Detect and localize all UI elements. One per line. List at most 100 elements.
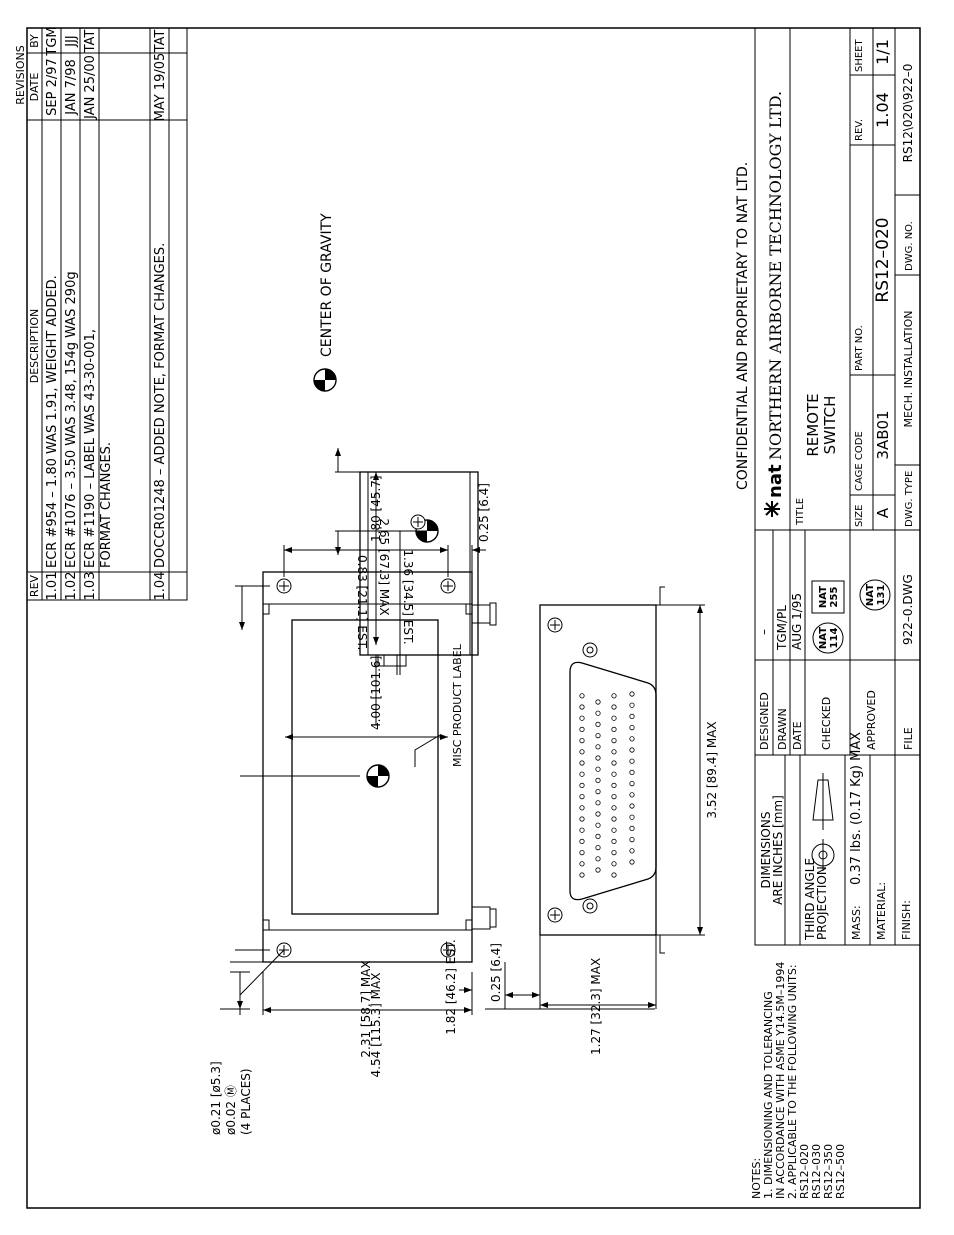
connector-pin (611, 704, 617, 710)
projection-line-1: THIRD ANGLE (803, 858, 817, 941)
connector-pin (595, 789, 601, 795)
nat-logo (764, 501, 780, 517)
connector-pin (579, 816, 585, 822)
dwgno-value: RS12\020\922–0 (901, 64, 915, 163)
connector-pin (579, 827, 585, 833)
stamp-114-bottom: 114 (829, 628, 840, 649)
connector-pin (611, 693, 617, 699)
connector-pin (579, 771, 585, 777)
connector-pin (611, 816, 617, 822)
notes-title: NOTES: (750, 1158, 763, 1199)
dim-265: 2.65 [67.3] MAX (377, 518, 391, 615)
rev-number: 1.01 (45, 572, 60, 601)
rev-number: 1.03 (83, 572, 98, 601)
connector-pin (579, 782, 585, 789)
label-callout: MISC PRODUCT LABEL (451, 643, 464, 767)
dims-line-2: ARE INCHES [mm] (771, 795, 785, 905)
dim-136: 1.36 [34.5] EST. (401, 549, 415, 644)
connector-pin (595, 833, 601, 840)
finish-label: FINISH: (900, 900, 913, 940)
connector-pin (629, 814, 635, 820)
revisions-table (26, 27, 188, 601)
part-label: PART NO. (854, 325, 865, 371)
connector-pin (579, 805, 585, 811)
title-block (754, 27, 921, 946)
size-value: A (874, 507, 892, 518)
connector-pin (629, 848, 635, 854)
connector-pin (579, 693, 585, 699)
connector-pin (595, 699, 601, 705)
dim-182: 1.82 [46.2] EST. (444, 939, 458, 1034)
connector-pin (611, 838, 617, 845)
hole-callout-3: (4 PLACES) (239, 1068, 253, 1135)
cage-label: CAGE CODE (854, 431, 865, 491)
top-view (262, 571, 497, 963)
sheet-label: SHEET (854, 38, 865, 72)
file-label: FILE (902, 727, 915, 750)
date-value: AUG 1/95 (790, 593, 804, 650)
connector-pin (629, 691, 635, 697)
logo-text: nat (765, 464, 786, 498)
dim-180: 1.80 [45.7] (369, 475, 383, 542)
rev-description: ECR #1076 – 3.50 WAS 3.48, 154g WAS 290g (64, 271, 79, 568)
connector-pin (611, 805, 617, 811)
note-line-4: RS12–020 (798, 1144, 811, 1199)
stamp-131-bottom: 131 (876, 585, 887, 606)
dim-025b: 0.25 [6.4] (489, 943, 503, 1002)
connector-pin (629, 747, 635, 753)
connector-pin (611, 726, 617, 733)
date-label: DATE (791, 721, 804, 750)
dim-083: 0.83 [21.1] EST. (355, 555, 369, 650)
rev-by: JJJ (64, 35, 79, 48)
connector-pin (629, 702, 635, 708)
stamp-255-top: NAT (818, 586, 829, 608)
cog-symbol-top (366, 764, 390, 788)
rev-description: FORMAT CHANGES. (99, 442, 114, 568)
connector-pin (579, 794, 585, 800)
drawn-label: DRAWN (776, 708, 789, 750)
rev-description: DOCCR01248 – ADDED NOTE, FORMAT CHANGES. (153, 243, 168, 568)
rev-value: 1.04 (873, 92, 892, 128)
rev-date: JAN 7/98 (64, 59, 79, 116)
mass-value: 0.37 lbs. (0.17 Kg) MAX (849, 732, 864, 885)
checked-stamps (811, 579, 891, 654)
stamp-255-bottom: 255 (829, 587, 840, 608)
connector-pin (595, 856, 601, 862)
checked-label: CHECKED (820, 697, 833, 750)
note-line-6: RS12–350 (822, 1144, 835, 1199)
dim-231: 2.31 [58.7] MAX (359, 960, 373, 1057)
rev-description: ECR #954 – 1.80 WAS 1.91, WEIGHT ADDED. (45, 275, 60, 568)
top-view-dimensions (230, 545, 486, 1015)
connector-pin (611, 738, 617, 744)
dim-025a: 0.25 [6.4] (477, 483, 491, 542)
connector-hole-1 (547, 907, 563, 923)
connector-pin (579, 715, 585, 721)
connector-pin (595, 755, 601, 761)
designed-value: – (757, 629, 771, 635)
connector-pin (579, 850, 585, 856)
connector-pin (629, 859, 635, 865)
part-value: RS12–020 (873, 217, 893, 302)
connector-pin (629, 769, 635, 776)
connector-pin (595, 800, 601, 806)
connector-pin (595, 721, 601, 728)
cog-legend-text: CENTER OF GRAVITY (319, 213, 335, 357)
dim-400: 4.00 [101.6] (369, 656, 383, 730)
connector-pin (611, 771, 617, 777)
connector-pin (611, 861, 617, 867)
connector-pin (579, 726, 585, 733)
projection-line-2: PROJECTION (815, 866, 829, 940)
dims-line-1: DIMENSIONS (759, 812, 773, 889)
connector-pin (579, 749, 585, 755)
connector-view (539, 586, 665, 954)
note-line-3: 2. APPLICABLE TO THE FOLLOWING UNITS: (786, 964, 799, 1199)
rev-number: 1.02 (64, 572, 79, 601)
title-block-text: CONFIDENTIAL AND PROPRIETARY TO NAT LTD.… (735, 162, 915, 941)
rev-label: REV. (854, 119, 865, 141)
size-label: SIZE (854, 505, 865, 527)
connector-pin (629, 792, 635, 798)
cage-value: 3AB01 (874, 410, 892, 459)
rev-col-rev: REV (28, 574, 41, 597)
connector-pin (611, 827, 617, 833)
